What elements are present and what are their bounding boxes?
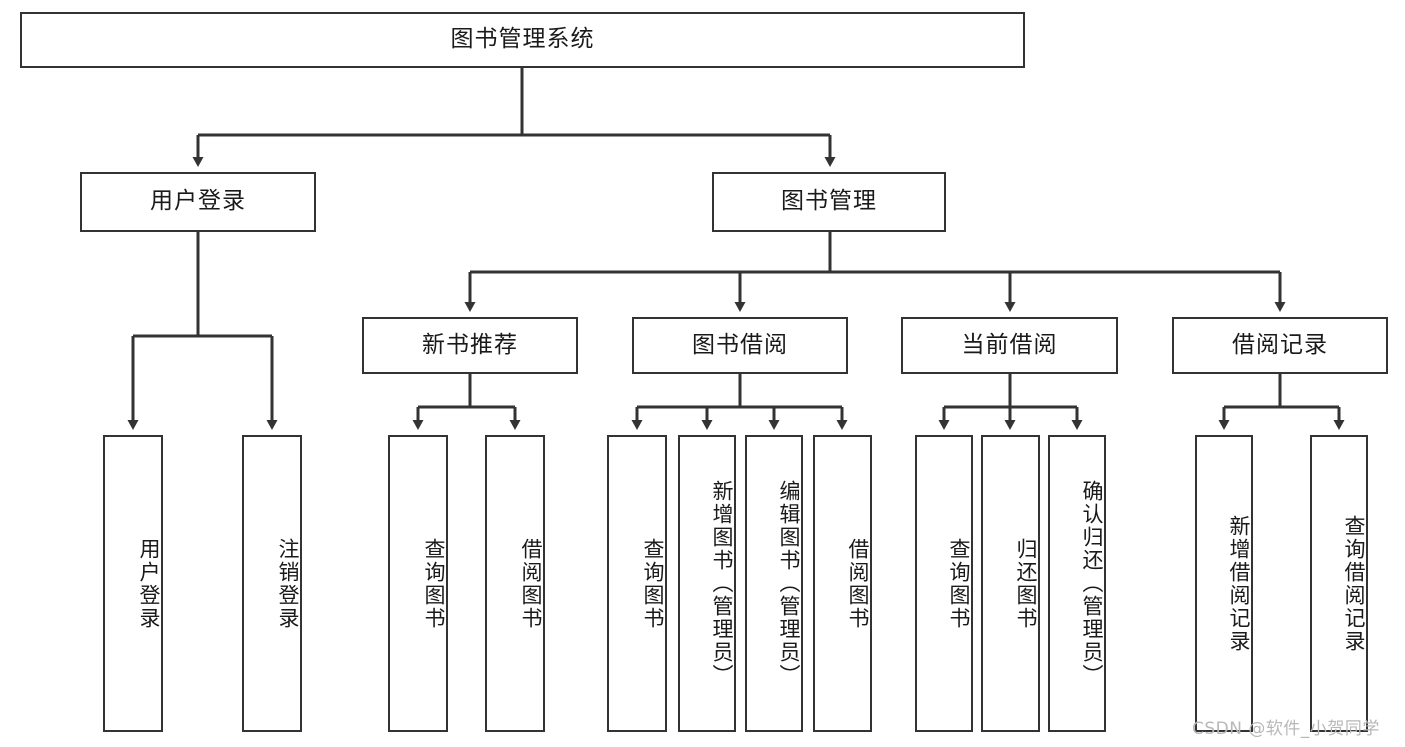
node-leaf-edit-book-admin[interactable]: 编辑图书（管理员） <box>745 435 803 732</box>
edge-bookborrow-to-leaves <box>631 374 848 430</box>
node-leaf-user-login[interactable]: 用户登录 <box>103 435 163 732</box>
node-user-login[interactable]: 用户登录 <box>80 172 316 232</box>
node-leaf-query-borrow-record[interactable]: 查询借阅记录 <box>1310 435 1368 732</box>
node-leaf-query-book-recommend[interactable]: 查询图书 <box>388 435 448 732</box>
node-leaf-logout[interactable]: 注销登录 <box>242 435 302 732</box>
node-leaf-add-borrow-record[interactable]: 新增借阅记录 <box>1195 435 1253 732</box>
edge-borrowrecord-to-leaves <box>1218 374 1345 430</box>
node-book-borrow[interactable]: 图书借阅 <box>632 317 848 374</box>
node-leaf-confirm-return-admin[interactable]: 确认归还（管理员） <box>1048 435 1106 732</box>
node-leaf-return-book[interactable]: 归还图书 <box>981 435 1040 732</box>
edge-bookmanage-to-level2 <box>464 232 1286 312</box>
node-leaf-query-book-borrow[interactable]: 查询图书 <box>607 435 667 732</box>
edge-userlogin-to-leaves <box>127 232 278 430</box>
node-root[interactable]: 图书管理系统 <box>20 12 1025 68</box>
node-leaf-query-book-current[interactable]: 查询图书 <box>915 435 973 732</box>
node-borrow-record[interactable]: 借阅记录 <box>1172 317 1388 374</box>
node-leaf-borrow-book-recommend[interactable]: 借阅图书 <box>485 435 545 732</box>
node-current-borrow[interactable]: 当前借阅 <box>901 317 1118 374</box>
node-leaf-add-book-admin[interactable]: 新增图书（管理员） <box>678 435 736 732</box>
node-book-manage[interactable]: 图书管理 <box>712 172 946 232</box>
edge-newbook-to-leaves <box>412 374 521 430</box>
node-new-book-recommend[interactable]: 新书推荐 <box>362 317 578 374</box>
edge-currentborrow-to-leaves <box>938 374 1083 430</box>
node-leaf-borrow-book[interactable]: 借阅图书 <box>813 435 872 732</box>
csdn-watermark: CSDN @软件_小贺同学 <box>1192 719 1380 739</box>
edge-root-to-level1 <box>192 68 836 167</box>
